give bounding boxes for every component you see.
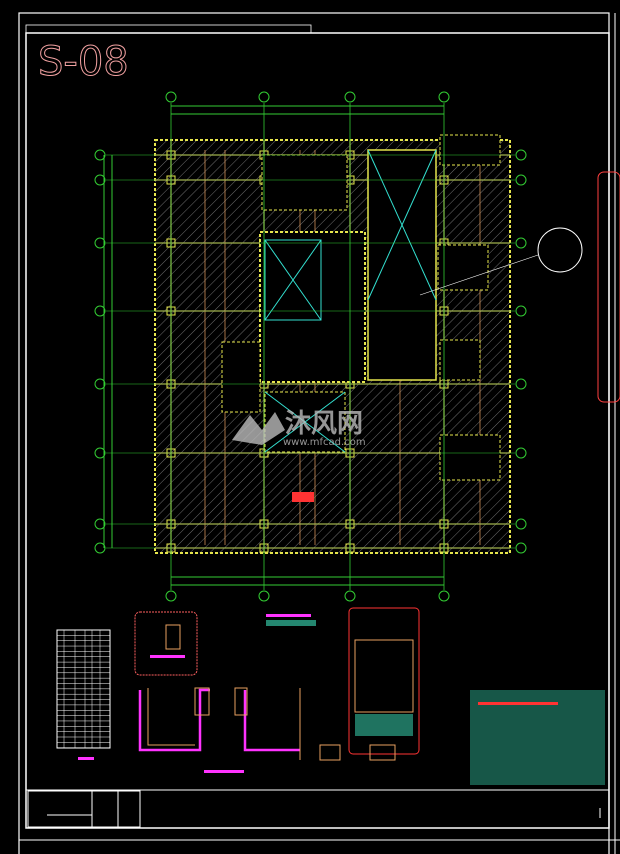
grid-bubble <box>94 149 106 161</box>
grid-bubble <box>515 305 527 317</box>
outer-wall <box>154 139 511 554</box>
title-block <box>26 789 609 828</box>
grid-bubble <box>438 91 450 103</box>
grid-bubble <box>344 590 356 602</box>
watermark-url: www.mfcad.com <box>283 437 366 448</box>
grid-bubble <box>94 518 106 530</box>
grid-bubble <box>515 518 527 530</box>
grid-bubble <box>165 91 177 103</box>
grid-bubble <box>515 174 527 186</box>
core-area <box>221 134 501 502</box>
grid-bubble <box>94 174 106 186</box>
grid-bubble <box>515 149 527 161</box>
grid-bubble <box>94 237 106 249</box>
grid-bubble <box>515 542 527 554</box>
column-schedule-table <box>56 629 111 760</box>
watermark: 沐风网 www.mfcad.com <box>232 409 366 448</box>
grid-bubble <box>94 542 106 554</box>
watermark-text: 沐风网 <box>285 409 363 439</box>
table-title-underline <box>78 757 94 760</box>
grid-bubble <box>165 590 177 602</box>
grid-bubble <box>258 590 270 602</box>
grid-bubble <box>344 91 356 103</box>
grid-bubble <box>438 590 450 602</box>
grid-bubble <box>94 378 106 390</box>
grid-bubble <box>515 237 527 249</box>
floor-plan <box>94 91 583 602</box>
grid-bubble <box>515 378 527 390</box>
grid-bubble <box>94 305 106 317</box>
grid-bubble <box>94 447 106 459</box>
drawing-frame <box>18 12 620 854</box>
grid-bubble <box>258 91 270 103</box>
grid-bubble <box>515 447 527 459</box>
axis-grid <box>94 91 527 602</box>
detail-drawings <box>134 607 605 785</box>
drawing-number: S-08 <box>38 39 129 85</box>
detail-callout <box>537 227 583 273</box>
